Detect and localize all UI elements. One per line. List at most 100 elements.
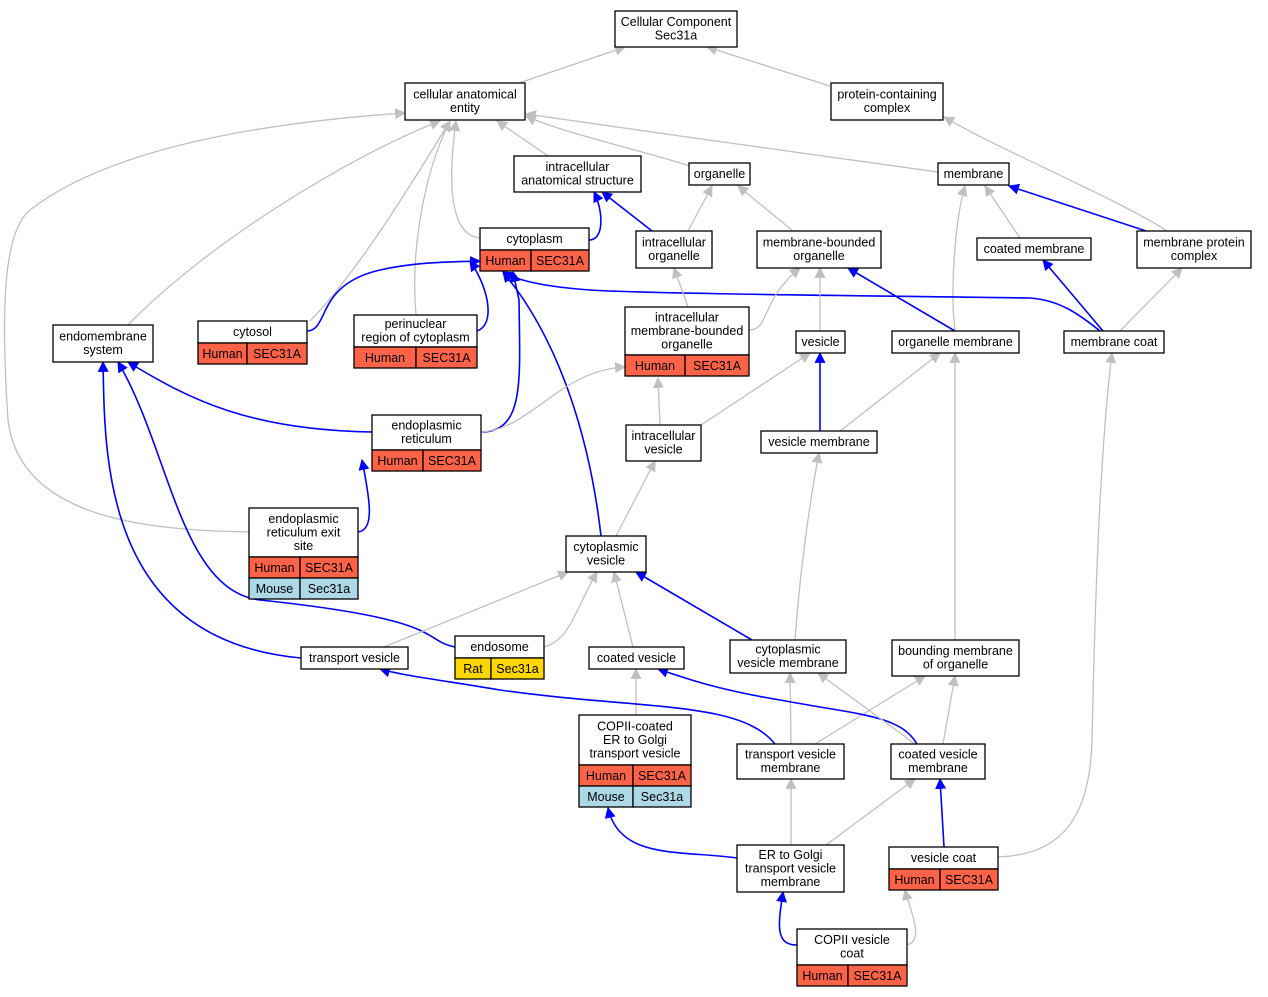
- node-label-line: endoplasmic: [268, 512, 338, 526]
- node-label-line: endosome: [470, 640, 528, 654]
- node-label-line: intracellular: [632, 429, 696, 443]
- node-label-line: membrane: [761, 761, 821, 775]
- edge-imbo-to-iorg: [672, 266, 689, 308]
- node-box: [565, 535, 647, 573]
- node-vesicle[interactable]: vesicle: [795, 330, 846, 354]
- node-transves[interactable]: transport vesicle: [300, 646, 409, 670]
- species-label: Human: [365, 351, 405, 365]
- node-label-line: vesicle membrane: [768, 435, 869, 449]
- gene-label: Sec31a: [496, 662, 538, 676]
- edge-cm-to-mem: [984, 185, 1021, 239]
- node-label-line: reticulum: [401, 432, 452, 446]
- node-box: [353, 314, 478, 348]
- edge-vesmem-to-orgmem: [839, 352, 941, 432]
- gene-cell: [847, 964, 908, 987]
- node-box: [1063, 330, 1165, 354]
- edge-cvmem-to-bmo: [942, 674, 959, 745]
- node-box: [624, 306, 750, 356]
- edge-er-to-ems: [127, 361, 373, 433]
- node-memcoat[interactable]: membrane coat: [1063, 330, 1165, 354]
- gene-cell: [530, 249, 590, 272]
- node-orgmem[interactable]: organelle membrane: [891, 330, 1020, 354]
- edge-cvmem-to-cvm: [817, 672, 916, 745]
- edge-erg-to-copii: [604, 806, 738, 859]
- edge-cyto-to-ias: [588, 191, 604, 241]
- node-label-line: Sec31a: [655, 29, 697, 43]
- gene-label: SEC31A: [428, 454, 477, 468]
- node-label-line: transport vesicle: [745, 748, 836, 762]
- edge-mbo-to-org: [737, 185, 794, 232]
- species-label: Human: [485, 254, 525, 268]
- node-vesmem[interactable]: vesicle membrane: [760, 430, 878, 454]
- node-box: [729, 639, 847, 674]
- species-label: Mouse: [587, 790, 625, 804]
- edge-cvm-to-vesmem: [794, 451, 823, 641]
- species-label: Human: [377, 454, 417, 468]
- node-imbo[interactable]: intracellularmembrane-boundedorganelleHu…: [624, 306, 750, 377]
- gene-cell: [939, 868, 999, 891]
- node-box: [300, 646, 409, 670]
- node-box: [635, 230, 713, 269]
- node-label-line: vesicle coat: [911, 851, 977, 865]
- edge-cytves-to-ivesicle: [615, 460, 656, 537]
- node-label-line: organelle: [694, 167, 745, 181]
- edge-cyto-to-cae: [449, 119, 481, 239]
- node-coatves[interactable]: coated vesicle: [588, 646, 685, 670]
- edge-cvmem-to-coatves: [656, 667, 918, 745]
- gene-cell: [415, 346, 478, 369]
- gene-label: SEC31A: [693, 359, 742, 373]
- node-box: [52, 324, 154, 363]
- node-label-line: site: [294, 539, 314, 553]
- node-box: [795, 330, 846, 354]
- gene-label: SEC31A: [945, 873, 994, 887]
- edge-cytosol-to-cyto: [306, 255, 482, 332]
- node-box: [890, 743, 986, 780]
- node-org[interactable]: organelle: [688, 162, 751, 186]
- node-label-line: endomembrane: [59, 330, 147, 344]
- node-label-line: vesicle: [587, 554, 625, 568]
- node-box: [937, 162, 1010, 186]
- node-mem[interactable]: membrane: [937, 162, 1010, 186]
- edge-vcoat-to-memcoat: [997, 351, 1117, 858]
- edge-memcoat-to-cm: [1042, 259, 1104, 332]
- edge-cytosol-to-cae: [309, 120, 451, 322]
- node-label-line: endoplasmic: [391, 419, 461, 433]
- edge-ias-to-cae: [496, 120, 549, 157]
- node-label-line: membrane-bounded: [631, 324, 744, 338]
- edge-copiicoat-to-vcoat: [902, 888, 917, 946]
- node-cm[interactable]: coated membrane: [976, 237, 1092, 261]
- node-box: [736, 844, 845, 893]
- node-label-line: membrane protein: [1143, 236, 1244, 250]
- node-box: [513, 155, 642, 193]
- node-label-line: ER to Golgi: [759, 848, 823, 862]
- species-label: Human: [202, 347, 242, 361]
- node-label-line: cytosol: [233, 325, 272, 339]
- gene-cell: [684, 354, 750, 377]
- node-label-line: cytoplasmic: [755, 643, 820, 657]
